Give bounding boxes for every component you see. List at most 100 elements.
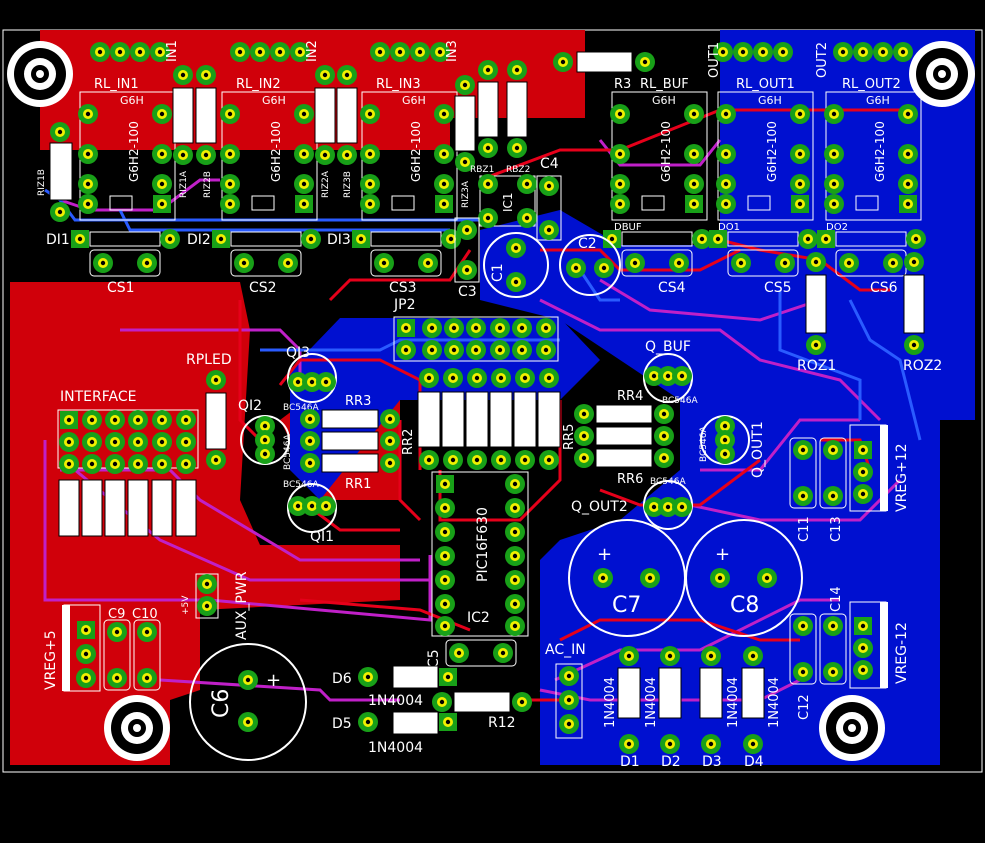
label-cs2: CS2: [249, 280, 277, 296]
label-rpu3: RPU3: [112, 510, 122, 534]
label-1n4004-d1: 1N4004: [603, 677, 618, 728]
resistors-rr-right: [574, 404, 674, 468]
capacitor-c3: [454, 217, 480, 283]
resistors-rr-left: [300, 409, 400, 473]
label-1n4004-d2: 1N4004: [644, 677, 659, 728]
relay-rl-out1: RL_OUT1 G6H G6H2-100: [716, 77, 814, 221]
mounting-hole-top-left: [7, 41, 73, 107]
label-rled3: RLED3: [474, 400, 484, 430]
label-vreg-m12: VREG-12: [894, 622, 910, 684]
label-qi2: QI2: [238, 398, 262, 414]
relay-value-label: G6H: [866, 94, 890, 107]
resistors-rpu: [58, 479, 197, 537]
label-plus5v: +5V: [181, 595, 191, 615]
relay-rl-buf: RL_BUF G6H G6H2-100: [610, 77, 708, 221]
label-out1: OUT1: [707, 42, 722, 78]
label-c3: C3: [458, 284, 477, 300]
capacitor-c5: [445, 639, 517, 667]
label-do1: DO1: [718, 222, 740, 233]
label-d6: D6: [332, 671, 352, 687]
label-q-out1: Q_OUT1: [750, 421, 766, 478]
label-cs4: CS4: [658, 280, 686, 296]
capacitors-c11-c14: [789, 437, 847, 685]
label-riz1a: RIZ1A: [179, 170, 189, 198]
relay-part-label: G6H2-100: [409, 121, 423, 182]
relay-rl-out2: RL_OUT2 G6H G6H2-100: [824, 77, 922, 221]
relay-part-label: G6H2-100: [127, 121, 141, 182]
label-bc546a-6: BC546A: [650, 477, 686, 487]
relay-value-label: G6H: [402, 94, 426, 107]
label-d4: D4: [744, 754, 764, 770]
label-riz2b: RIZ2B: [203, 171, 213, 198]
label-rr6: RR6: [617, 472, 643, 487]
label-c6-plus: +: [266, 670, 281, 691]
relay-part-label: G6H2-100: [269, 121, 283, 182]
capacitors-c9-c10: [103, 619, 161, 691]
label-roz2: ROZ2: [903, 358, 942, 374]
label-rled6: RLED6: [546, 400, 556, 430]
relay-ref-label: RL_IN2: [236, 77, 281, 92]
capacitor-c1: [483, 232, 549, 298]
resistors-riz: [49, 51, 655, 222]
label-c7: C7: [612, 593, 641, 618]
resistors-rled: [417, 368, 561, 470]
label-di2: DI2: [187, 232, 211, 248]
label-di1: DI1: [46, 232, 70, 248]
label-d2: D2: [661, 754, 681, 770]
label-rbz2: RBZ2: [506, 165, 530, 175]
label-bc546a-5: BC546A: [699, 426, 709, 462]
label-rpu4: RPU4: [135, 510, 145, 534]
label-1n4004-d6: 1N4004: [368, 693, 423, 709]
label-c2: C2: [578, 236, 597, 252]
label-pic: PIC16F630: [475, 507, 491, 582]
label-ic2: IC2: [467, 610, 490, 626]
label-in3: IN3: [445, 40, 460, 62]
diodes-d5-d6: [358, 665, 457, 735]
label-bc546a-1: BC546A: [283, 403, 319, 413]
regulator-vreg-m12: [849, 601, 888, 689]
label-d1: D1: [620, 754, 640, 770]
label-interface: INTERFACE: [60, 389, 136, 405]
label-vreg-p12: VREG+12: [894, 443, 910, 512]
label-in2: IN2: [305, 40, 320, 62]
label-bc546a-2: BC546A: [283, 434, 293, 470]
relay-ref-label: RL_BUF: [640, 77, 689, 92]
label-bc546a-3: BC546A: [283, 480, 319, 490]
relay-value-label: G6H: [120, 94, 144, 107]
label-r3: R3: [614, 77, 631, 92]
label-c9: C9: [108, 607, 125, 622]
label-in1: IN1: [165, 40, 180, 62]
label-c4: C4: [540, 156, 559, 172]
label-rled4: RLED4: [498, 400, 508, 430]
label-c8-plus: +: [715, 544, 730, 565]
label-dbuf: DBUF: [614, 222, 642, 233]
label-c8: C8: [730, 593, 759, 618]
label-riz3a: RIZ3A: [461, 180, 471, 208]
label-aux-pwr: AUX_PWR: [234, 571, 250, 640]
label-rr1: RR1: [345, 477, 371, 492]
transistors-qi: [240, 353, 337, 533]
label-rled2: RLED2: [450, 400, 460, 430]
label-cs5: CS5: [764, 280, 792, 296]
label-rled1: RLED1: [426, 400, 436, 430]
label-c1: C1: [490, 263, 506, 282]
transistors-q-out: [643, 353, 750, 530]
label-c5: C5: [426, 649, 442, 668]
relay-ref-label: RL_OUT1: [736, 77, 795, 92]
relay-part-label: G6H2-100: [873, 121, 887, 182]
label-1n4004-d4: 1N4004: [767, 677, 782, 728]
label-out2: OUT2: [815, 42, 830, 78]
label-1n4004-d5: 1N4004: [368, 740, 423, 756]
header-jp2: [393, 316, 559, 362]
label-riz3b: RIZ3B: [343, 171, 353, 198]
capacitor-c2: [559, 234, 621, 296]
capacitor-c8: [685, 519, 803, 637]
connector-ac-in: [555, 663, 583, 739]
regulator-vreg-p5: [62, 604, 101, 692]
label-rr5: RR5: [562, 424, 577, 450]
label-rr4: RR4: [617, 389, 643, 404]
label-1n4004-d3: 1N4004: [726, 677, 741, 728]
mcu-pic16f630: [431, 471, 529, 637]
label-rpled: RPLED: [186, 352, 232, 368]
